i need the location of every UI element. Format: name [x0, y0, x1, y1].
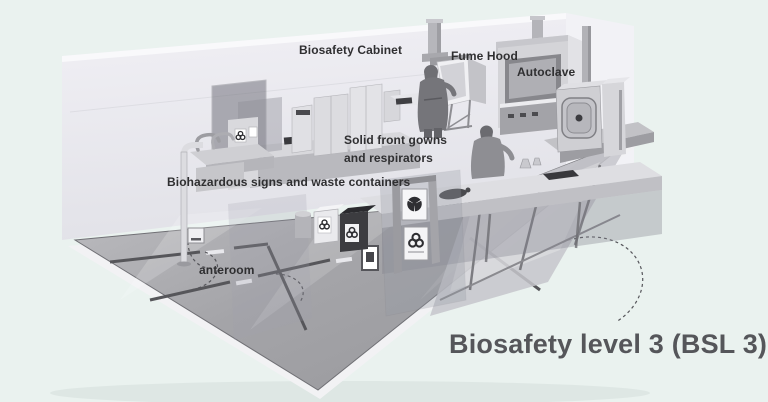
- ground-shadow: [50, 381, 650, 402]
- containment-door: [228, 169, 467, 340]
- worker-at-bench: [470, 125, 515, 179]
- storage-cabinets: [291, 83, 401, 157]
- waste-containers: [295, 204, 376, 252]
- island-bench: [360, 157, 662, 274]
- label-biohazard-waste: Biohazardous signs and waste containers: [167, 175, 411, 189]
- door-thresholds: [205, 249, 353, 286]
- worker-at-cabinet: [417, 65, 457, 138]
- label-gowns-line2: and respirators: [344, 151, 433, 165]
- label-gowns-line1: Solid front gowns: [344, 133, 448, 147]
- autoclave-unit: [544, 26, 654, 163]
- diagram-title: Biosafety level 3 (BSL 3): [449, 329, 768, 359]
- handwash-station: [177, 79, 282, 267]
- label-autoclave: Autoclave: [517, 65, 576, 79]
- specimen: [439, 187, 471, 200]
- fume-hood-unit: [496, 16, 584, 135]
- label-anteroom: anteroom: [199, 263, 255, 277]
- label-fume-hood: Fume Hood: [451, 49, 518, 63]
- label-biosafety-cabinet: Biosafety Cabinet: [299, 43, 403, 57]
